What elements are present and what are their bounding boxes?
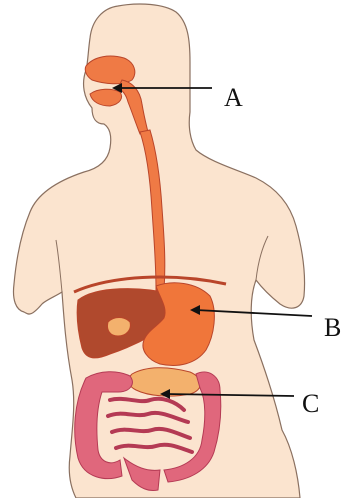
label-c: C (302, 389, 319, 418)
label-b: B (324, 313, 341, 342)
gallbladder (107, 318, 130, 337)
nasal-cavity (85, 56, 135, 84)
label-a: A (224, 83, 243, 112)
